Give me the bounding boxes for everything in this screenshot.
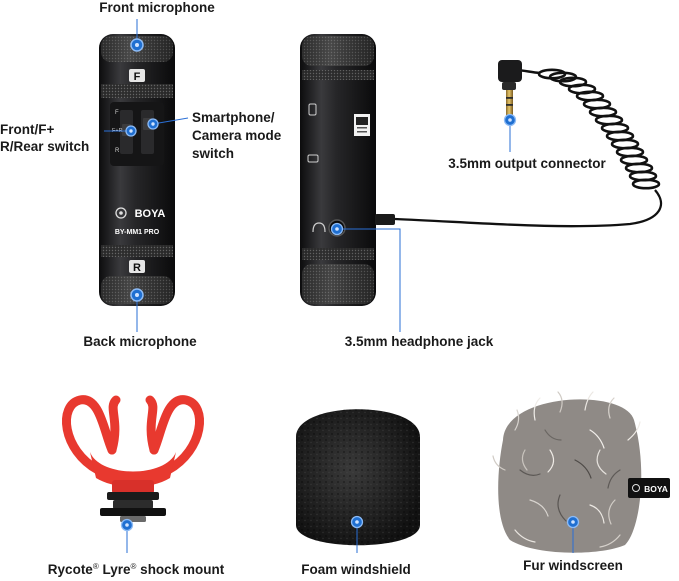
label-mode-switch-line2: Camera mode <box>192 128 282 143</box>
fur-windscreen: BOYA <box>492 391 670 553</box>
svg-text:R: R <box>115 148 120 154</box>
label-front-rear-switch-line2: R/Rear switch <box>0 139 90 154</box>
marker-front-rear-switch <box>125 125 137 137</box>
marker-mode-switch <box>147 118 159 130</box>
fur-tag-brand: BOYA <box>644 484 668 494</box>
shock-mount <box>62 395 204 522</box>
marker-headphone-jack <box>330 222 344 236</box>
label-front-microphone: Front microphone <box>99 0 215 15</box>
coiled-cable <box>375 60 663 228</box>
label-mode-switch-line1: Smartphone/ <box>192 110 275 125</box>
svg-text:F: F <box>115 110 119 116</box>
brand-marking: BOYA <box>135 208 166 220</box>
label-shock-mount: Rycote® Lyre® shock mount <box>47 562 225 577</box>
foam-windshield <box>296 409 420 546</box>
label-back-microphone: Back microphone <box>83 334 197 349</box>
label-headphone-jack: 3.5mm headphone jack <box>344 334 494 349</box>
marker-front-microphone <box>130 38 144 52</box>
label-front-rear-switch-line1: Front/F+ <box>0 122 55 137</box>
marker-output-connector <box>503 113 517 127</box>
svg-text:F: F <box>134 71 141 83</box>
label-foam-windshield: Foam windshield <box>301 562 411 577</box>
model-marking: BY-MM1 PRO <box>115 229 160 236</box>
microphone-front-view: F F F+R R BOYA BY-MM1 PRO R <box>99 34 175 306</box>
label-mode-switch-line3: switch <box>192 146 235 161</box>
bottom-markers <box>120 515 580 553</box>
svg-text:R: R <box>133 262 141 274</box>
label-fur-windscreen: Fur windscreen <box>523 558 623 573</box>
callout-markers <box>125 38 517 302</box>
label-output-connector: 3.5mm output connector <box>448 156 606 171</box>
microphone-side-view <box>300 34 376 306</box>
marker-back-microphone <box>130 288 144 302</box>
